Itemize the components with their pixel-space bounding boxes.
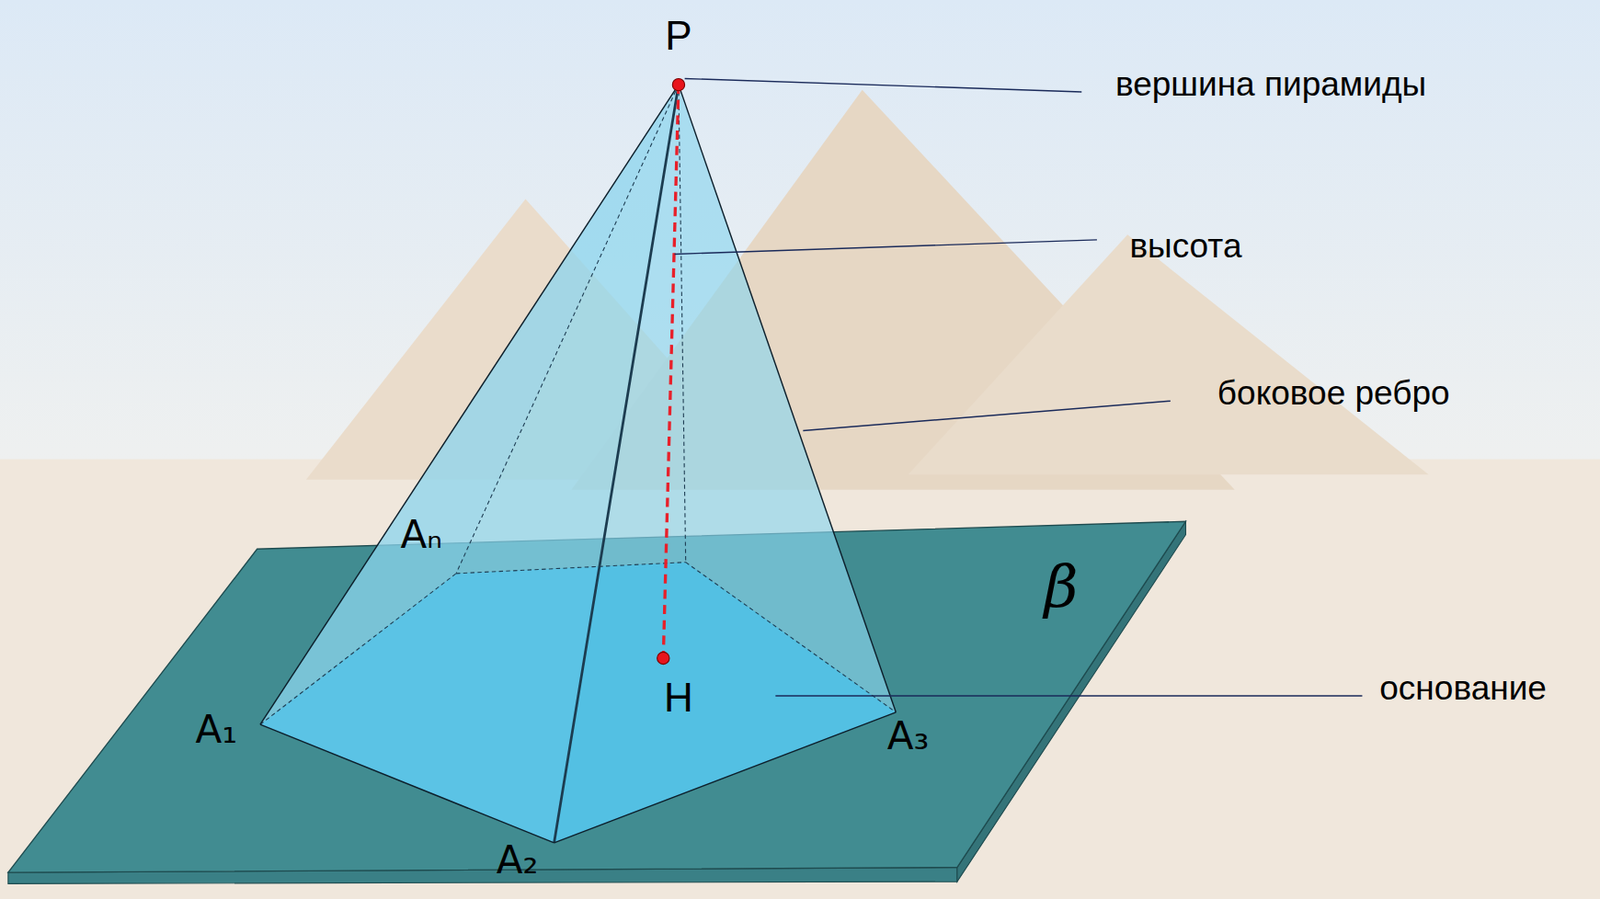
callout-text: вершина пирамиды xyxy=(1115,67,1427,102)
callout-text: высота xyxy=(1129,228,1242,263)
vertex-label: A₃ xyxy=(887,717,930,756)
apex-dot xyxy=(672,78,685,91)
vertex-label: P xyxy=(664,15,692,57)
height-line xyxy=(662,84,679,659)
callout-text: основание xyxy=(1379,671,1547,706)
point-label: H xyxy=(663,677,694,719)
vertex-label: A₂ xyxy=(496,841,539,880)
vertex-label: A₁ xyxy=(194,710,238,750)
foot-dot xyxy=(657,651,670,664)
callout-text: боковое ребро xyxy=(1217,376,1451,411)
far-pyramid xyxy=(908,234,1429,475)
pyramid-face xyxy=(554,84,897,844)
plane-label: β xyxy=(1044,557,1079,617)
hidden-edges xyxy=(260,84,896,725)
vertex-label: Aₙ xyxy=(400,515,443,555)
visible-edges xyxy=(260,84,896,844)
